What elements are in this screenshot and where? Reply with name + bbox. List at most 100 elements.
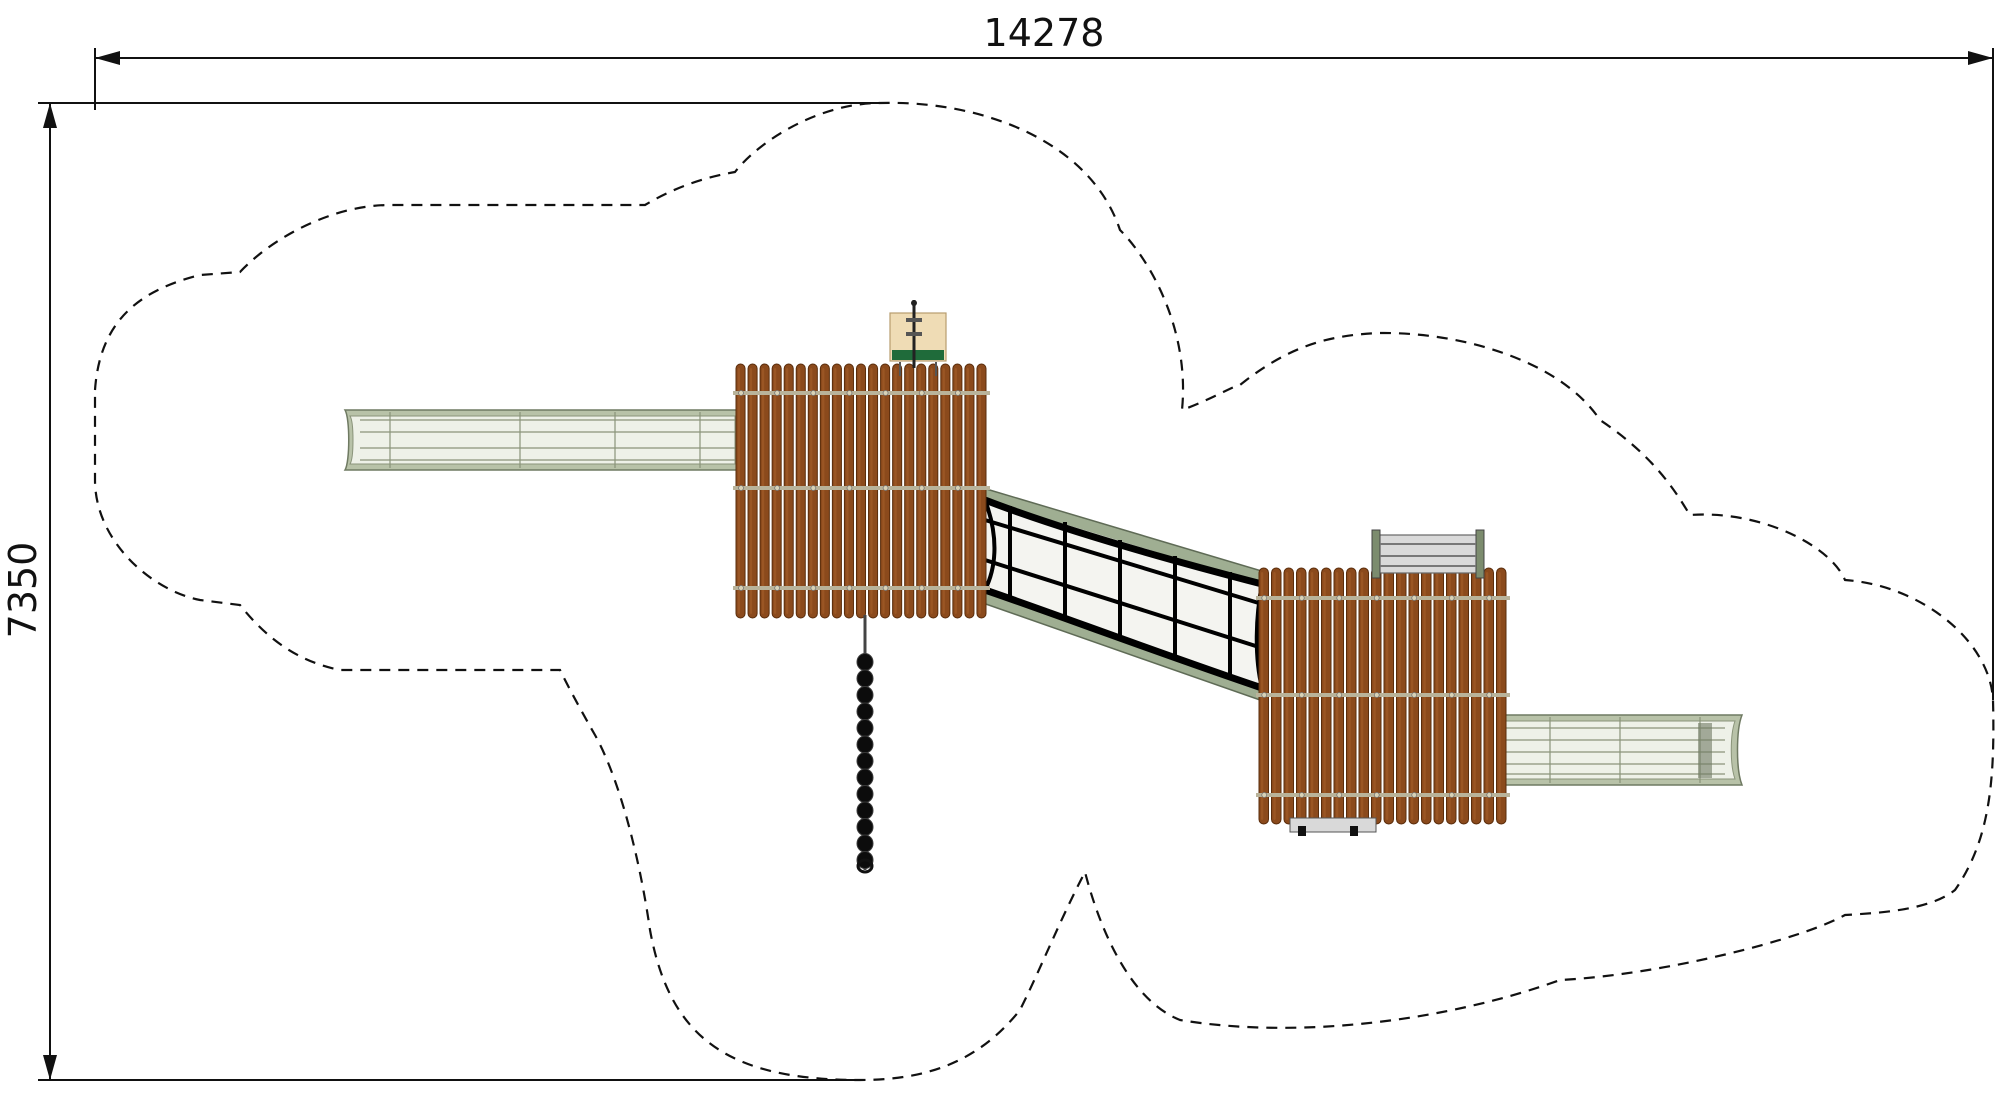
right-deck-bolt: [1261, 595, 1268, 601]
left-deck-plank: [819, 363, 830, 619]
right-bottom-handles: [1289, 817, 1377, 836]
net-bridge: [979, 487, 1266, 702]
left-deck-plank: [916, 363, 927, 619]
left-deck-plank-highlight: [942, 368, 945, 614]
rope-bead: [856, 669, 874, 688]
left-deck-plank: [855, 363, 867, 619]
left-deck-plank: [735, 363, 746, 619]
left-deck-bolt: [918, 485, 925, 491]
left-deck-bolt: [954, 485, 961, 491]
rope-bead: [856, 686, 874, 704]
right-platform-deck: [1256, 567, 1510, 825]
left-deck-bolt: [738, 390, 744, 396]
left-deck-plank-highlight: [870, 368, 873, 614]
left-deck-plank: [940, 363, 951, 619]
right-deck-bolt: [1448, 595, 1455, 601]
bead-climbing-rope: [856, 615, 874, 874]
left-deck-plank-highlight: [894, 368, 897, 614]
right-deck-bolt: [1486, 595, 1493, 601]
right-deck-bolt: [1373, 792, 1380, 798]
left-deck-bolt: [810, 390, 817, 396]
right-slide: [1504, 714, 1744, 786]
left-deck-bolt: [810, 485, 817, 491]
safety-zone-outline: [93, 101, 1995, 1082]
left-deck-bolt: [846, 390, 853, 396]
right-deck-bolt: [1411, 692, 1418, 698]
left-deck-plank: [771, 363, 782, 619]
width-dimension: 14278: [94, 11, 1994, 700]
right-deck-bolt: [1373, 692, 1380, 698]
left-deck-plank-highlight: [749, 368, 753, 614]
left-deck-bolt: [738, 485, 744, 491]
right-deck-bolt: [1448, 792, 1455, 798]
rope-bead: [856, 801, 874, 820]
left-deck-bolt: [918, 390, 925, 396]
right-deck-bolt: [1261, 792, 1268, 798]
left-deck-plank-highlight: [786, 368, 789, 614]
left-deck-plank: [795, 363, 806, 619]
left-deck-plank: [880, 363, 891, 619]
left-deck-plank-highlight: [858, 368, 861, 614]
right-deck-bolt: [1298, 792, 1305, 798]
right-deck-bolt: [1411, 792, 1418, 798]
rope-bead: [856, 653, 874, 671]
left-deck-plank-highlight: [930, 368, 933, 614]
right-deck-bolt: [1261, 692, 1268, 698]
left-deck-bolt: [882, 390, 889, 396]
left-deck-bolt: [846, 485, 853, 491]
left-slide: [343, 409, 741, 471]
left-deck-plank: [783, 363, 794, 619]
width-label: 14278: [984, 11, 1105, 55]
right-deck-bolt: [1336, 692, 1343, 698]
left-top-panel: [889, 300, 947, 376]
right-deck-bolt: [1336, 792, 1343, 798]
left-deck-plank: [976, 363, 987, 619]
left-deck-bolt: [738, 585, 744, 591]
left-deck-plank: [843, 363, 854, 619]
right-deck-bolt: [1486, 792, 1493, 798]
left-deck-plank: [747, 363, 758, 619]
left-deck-plank-highlight: [966, 368, 969, 614]
left-deck-plank-highlight: [737, 368, 741, 614]
rope-bead: [856, 752, 874, 770]
left-deck-bolt: [918, 585, 925, 591]
left-deck-plank: [964, 363, 975, 619]
left-deck-plank-highlight: [978, 368, 982, 614]
left-deck-plank: [807, 363, 818, 619]
rope-bead: [856, 735, 874, 754]
left-deck-plank-highlight: [798, 368, 801, 614]
left-deck-plank-highlight: [918, 368, 921, 614]
left-deck-plank-highlight: [822, 368, 825, 614]
left-deck-plank-highlight: [761, 368, 765, 614]
right-deck-bolt: [1411, 595, 1418, 601]
height-label: 7350: [1, 542, 45, 639]
rope-bead: [856, 719, 874, 737]
left-platform-deck: [733, 363, 990, 619]
rope-bead: [856, 834, 874, 853]
left-deck-plank-highlight: [773, 368, 777, 614]
left-deck-bolt: [954, 585, 961, 591]
left-deck-plank: [892, 363, 903, 619]
left-deck-bolt: [954, 390, 961, 396]
left-deck-bolt: [846, 585, 853, 591]
right-top-ladder: [1371, 529, 1485, 579]
left-deck-bolt: [810, 585, 817, 591]
left-deck-plank: [868, 363, 879, 619]
left-deck-plank: [831, 363, 842, 619]
right-deck-bolt: [1373, 595, 1380, 601]
right-deck-bolt: [1298, 595, 1305, 601]
left-deck-plank-highlight: [834, 368, 837, 614]
left-deck-plank-highlight: [882, 368, 885, 614]
left-deck-bolt: [774, 485, 781, 491]
height-dimension: 7350: [1, 102, 880, 1081]
right-deck-bolt: [1486, 692, 1493, 698]
left-deck-bolt: [882, 485, 889, 491]
left-deck-plank-highlight: [906, 368, 909, 614]
right-deck-bolt: [1336, 595, 1343, 601]
rope-end-ring: [856, 858, 874, 874]
left-deck-plank-highlight: [810, 368, 813, 614]
rope-bead: [856, 768, 874, 787]
rope-bead: [856, 818, 874, 836]
left-deck-plank-highlight: [846, 368, 849, 614]
